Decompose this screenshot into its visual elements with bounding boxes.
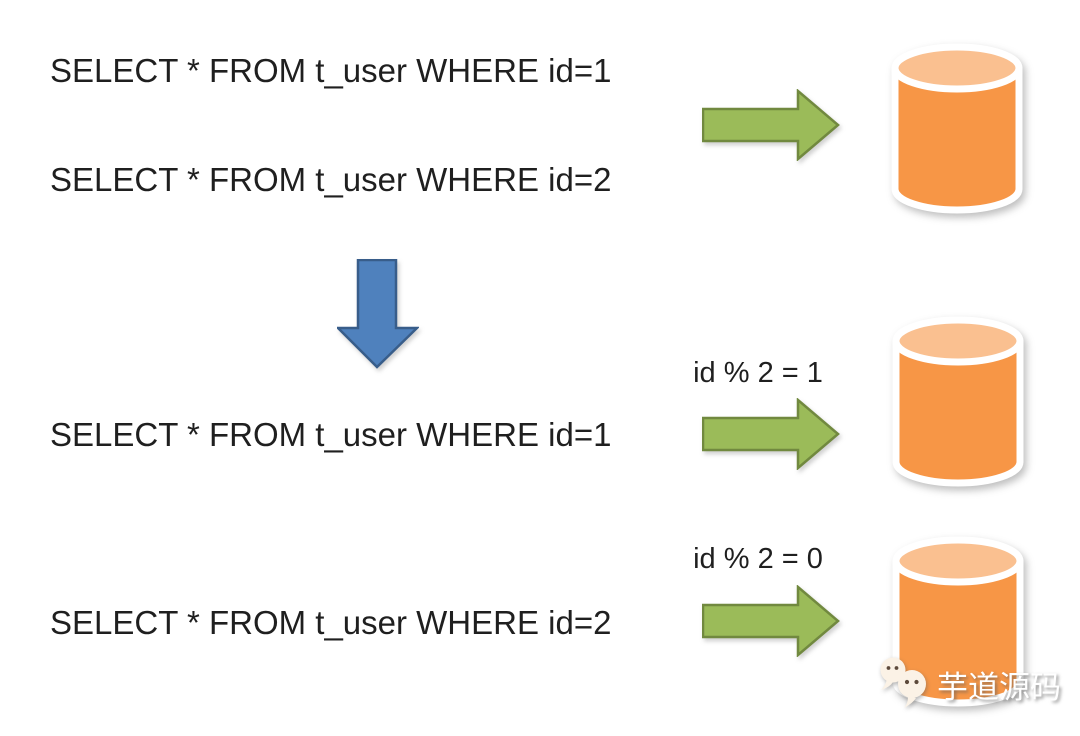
right-arrow-icon	[702, 585, 840, 657]
sql-query-before-2: SELECT * FROM t_user WHERE id=2	[50, 161, 612, 198]
database-icon	[891, 43, 1023, 214]
sql-query-after-2: SELECT * FROM t_user WHERE id=2	[50, 604, 612, 641]
right-arrow-icon	[702, 89, 840, 161]
sql-query-after-1: SELECT * FROM t_user WHERE id=1	[50, 416, 612, 453]
database-icon	[892, 316, 1024, 487]
watermark-label: 芋道源码	[937, 669, 1061, 706]
wechat-icon	[880, 657, 926, 708]
route-condition-label-2: id % 2 = 0	[693, 543, 823, 575]
watermark: 芋道源码	[879, 656, 1061, 712]
database-icon	[892, 536, 1024, 707]
sql-query-before-1: SELECT * FROM t_user WHERE id=1	[50, 52, 612, 89]
route-condition-label-1: id % 2 = 1	[693, 357, 823, 389]
down-arrow-icon	[337, 259, 419, 369]
right-arrow-icon	[702, 398, 840, 470]
